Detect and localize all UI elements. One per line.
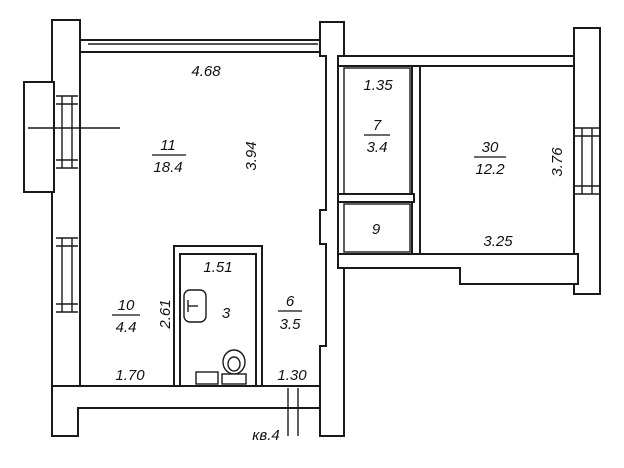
hall-width: 1.30: [277, 367, 307, 384]
storage-number: 9: [372, 221, 381, 238]
room-bathroom: 1.51 3: [203, 259, 232, 322]
right-bottom-wall: [337, 253, 579, 285]
right-window: [574, 127, 600, 195]
bathroom-wall: [173, 245, 263, 387]
top-wall: [79, 39, 323, 53]
hall-area: 3.5: [280, 316, 302, 333]
closet-storage-divider: [337, 193, 415, 203]
hall-number: 6: [286, 293, 295, 310]
left-exterior-wall: [51, 19, 81, 387]
closet-area: 3.4: [367, 139, 388, 156]
bedroom-length: 3.76: [549, 147, 566, 177]
toilet-fixture: [221, 349, 247, 385]
bottom-wall: [51, 385, 321, 437]
sink-fixture: [183, 289, 207, 323]
storage-outline: [343, 203, 411, 253]
left-window-lower: [56, 237, 78, 313]
kitchen-width: 1.70: [115, 367, 145, 384]
bath-tub-edge: [195, 371, 219, 385]
room-storage: 9: [372, 221, 381, 238]
bedroom-width: 3.25: [483, 233, 513, 250]
living-room-area: 18.4: [153, 159, 182, 176]
right-exterior-wall: [573, 27, 601, 295]
right-top-wall: [337, 55, 579, 67]
room-kitchen: 10 4.4 2.61 1.70: [112, 297, 174, 384]
kitchen-area: 4.4: [116, 319, 137, 336]
kitchen-length: 2.61: [157, 299, 174, 329]
living-room-width: 4.68: [191, 63, 221, 80]
central-column: [319, 21, 345, 437]
left-window-upper: [23, 81, 120, 193]
room-hall: 6 3.5 1.30: [277, 293, 307, 384]
bathroom-number: 3: [222, 305, 231, 322]
bedroom-area: 12.2: [475, 161, 505, 178]
room-closet: 1.35 7 3.4: [363, 77, 393, 156]
apartment-label: кв.4: [252, 427, 279, 444]
living-room-number: 11: [160, 137, 176, 154]
bedroom-partition: [411, 65, 421, 255]
bathroom-width: 1.51: [203, 259, 232, 276]
room-living: 11 18.4 4.68 3.94: [152, 63, 260, 176]
closet-number: 7: [373, 117, 382, 134]
kitchen-number: 10: [118, 297, 135, 314]
room-bedroom: 30 12.2 3.76 3.25: [474, 139, 566, 250]
bedroom-number: 30: [482, 139, 499, 156]
living-room-length: 3.94: [243, 141, 260, 170]
closet-width: 1.35: [363, 77, 393, 94]
